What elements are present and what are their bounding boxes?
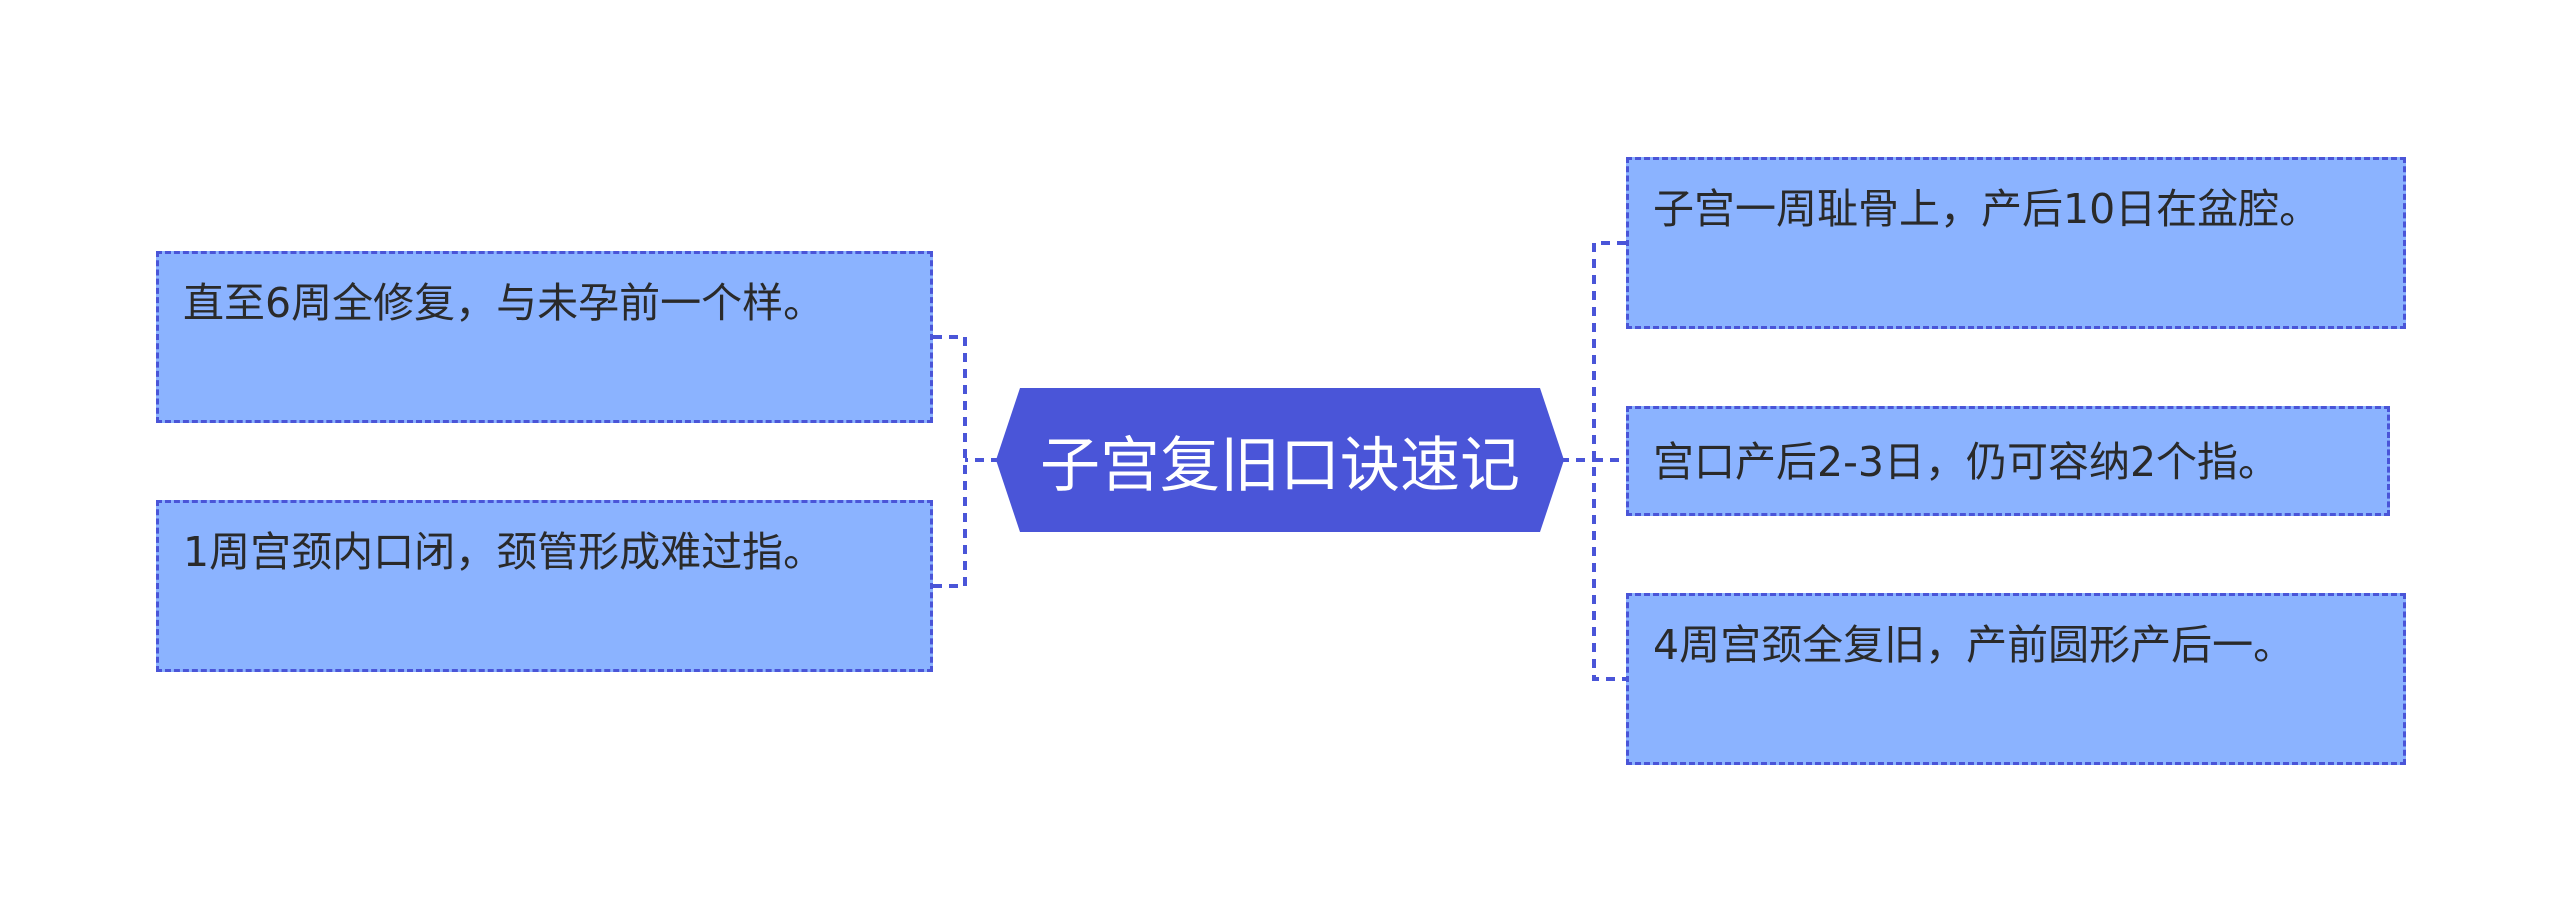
branch-right-1[interactable]: 子宫一周耻骨上，产后10日在盆腔。 — [1626, 157, 2406, 329]
branch-left-2[interactable]: 1周宫颈内口闭，颈管形成难过指。 — [156, 500, 933, 672]
connector-left-bracket — [933, 335, 967, 588]
branch-left-1[interactable]: 直至6周全修复，与未孕前一个样。 — [156, 251, 933, 423]
branch-right-2[interactable]: 宫口产后2-3日，仍可容纳2个指。 — [1626, 406, 2390, 516]
central-topic[interactable]: 子宫复旧口诀速记 — [1040, 430, 1520, 501]
central-topic-shape — [996, 388, 1564, 532]
branch-right-3[interactable]: 4周宫颈全复旧，产前圆形产后一。 — [1626, 593, 2406, 765]
connector-right-bracket — [1592, 241, 1626, 681]
